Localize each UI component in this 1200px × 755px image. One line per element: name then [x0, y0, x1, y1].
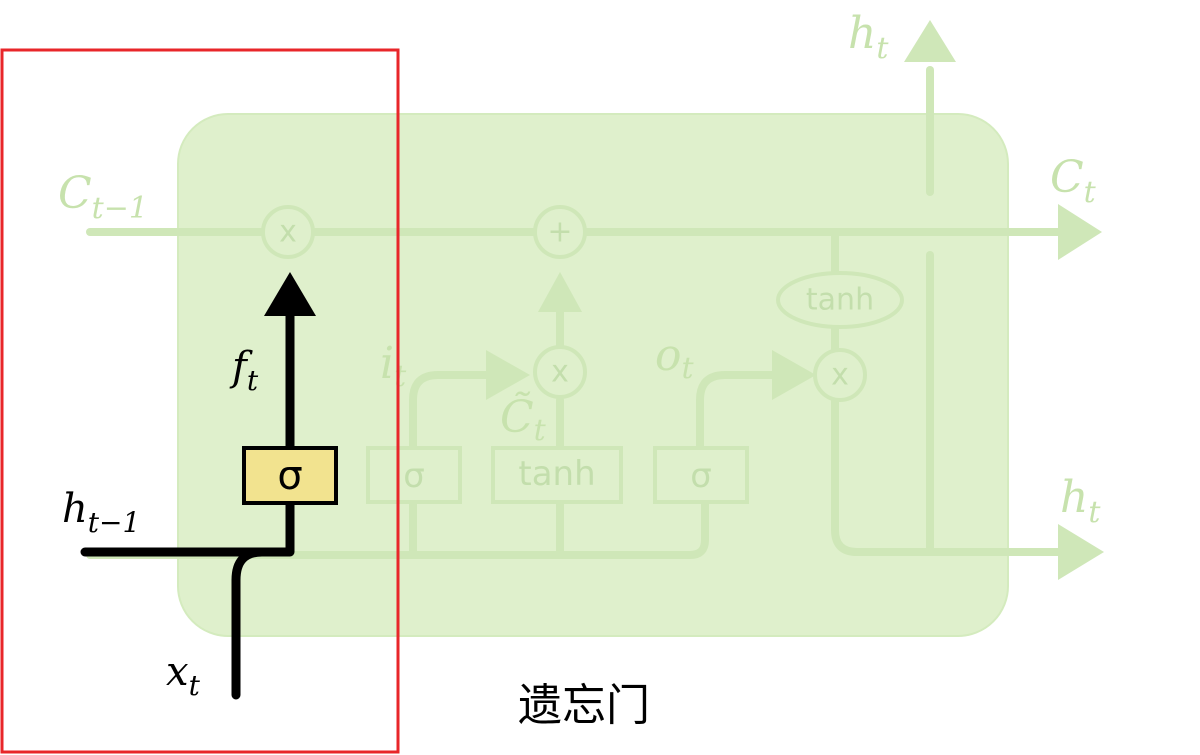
tanh-op: tanh — [776, 271, 904, 329]
multiply-op-forget-label: x — [279, 215, 297, 250]
label-h-right: ht — [1060, 472, 1101, 530]
input-gate-sigma-label: σ — [403, 456, 425, 496]
forget-gate-path — [80, 272, 316, 700]
label-x-t: xt — [166, 649, 201, 702]
hidden-state-line — [86, 228, 1104, 580]
lstm-cell-body — [177, 113, 1009, 637]
add-op-label: + — [547, 215, 572, 250]
label-c-tilde: C̃t — [500, 390, 547, 448]
forget-gate-sigma: σ — [242, 446, 338, 505]
candidate-tanh-gate-label: tanh — [518, 454, 595, 494]
output-gate-sigma: σ — [653, 446, 749, 504]
gate-connectors — [409, 20, 956, 559]
output-gate-sigma-label: σ — [690, 456, 712, 496]
multiply-op-forget: x — [261, 205, 315, 259]
label-h-top: ht — [848, 8, 889, 66]
caption: 遗忘门 — [518, 680, 650, 731]
multiply-op-output: x — [813, 348, 867, 402]
multiply-op-input-label: x — [551, 355, 569, 390]
forget-gate-arrowhead — [264, 272, 316, 316]
candidate-tanh-gate: tanh — [491, 446, 623, 504]
multiply-op-output-label: x — [831, 358, 849, 393]
input-gate-sigma: σ — [366, 446, 462, 504]
forget-gate-sigma-label: σ — [277, 453, 302, 499]
tanh-op-label: tanh — [806, 283, 874, 318]
label-c-next: Ct — [1050, 152, 1097, 210]
label-h-prev: ht−1 — [62, 486, 140, 539]
multiply-op-input: x — [533, 345, 587, 399]
add-op: + — [533, 205, 587, 259]
highlight-frame — [0, 48, 400, 754]
label-o-t: ot — [655, 330, 695, 386]
label-c-prev: Ct−1 — [58, 168, 148, 226]
